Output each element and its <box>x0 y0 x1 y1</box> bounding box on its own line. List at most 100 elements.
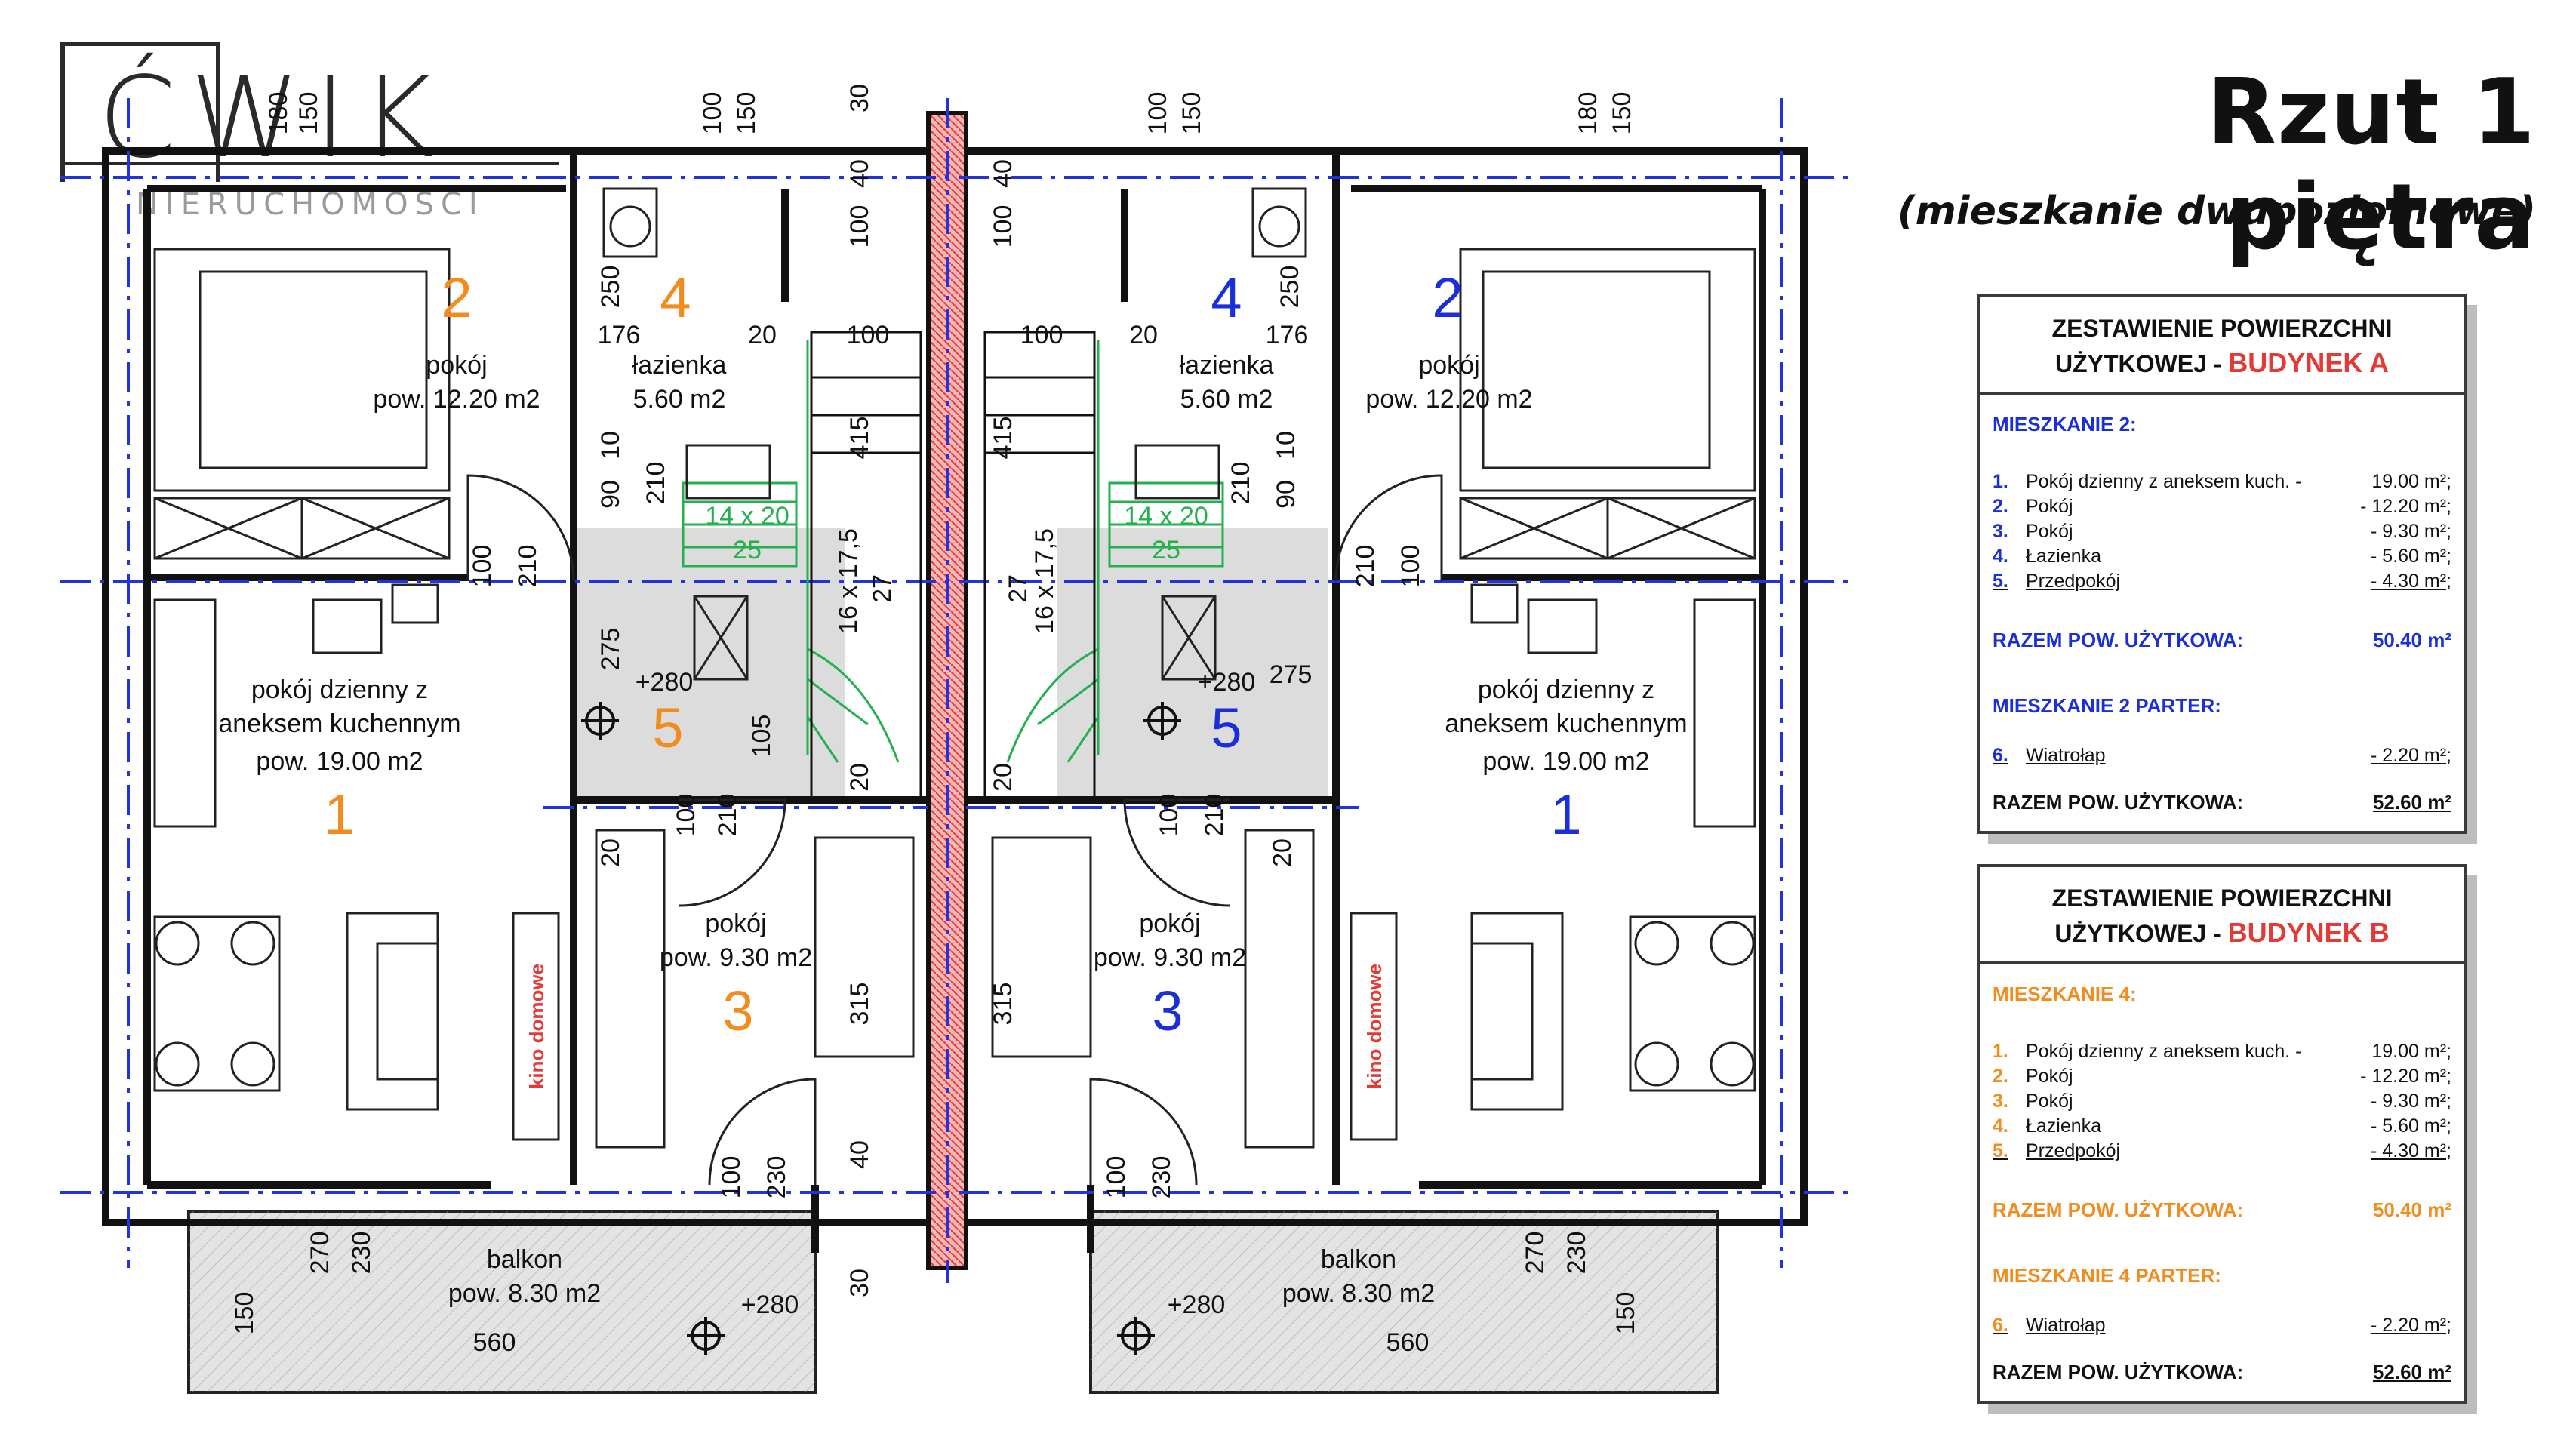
logo-mark <box>60 42 220 182</box>
hall-left <box>574 528 845 800</box>
room-area-2-right: pow. 12.20 m2 <box>1365 385 1532 414</box>
row-label: Przedpokój <box>2026 571 2121 592</box>
room-name-4-right: łazienka <box>1180 351 1274 380</box>
door-swings <box>466 474 1443 1186</box>
dim-315-right: 315 <box>989 983 1017 1026</box>
row-value: - 12.20 m²; <box>2360 1066 2451 1087</box>
stair-label-c-left: 16 x 17,5 <box>834 528 863 634</box>
hall-right <box>1057 528 1328 800</box>
dim-150-left: 150 <box>294 92 323 135</box>
dim-20-a-left: 20 <box>748 321 777 349</box>
row-value: - 9.30 m²; <box>2371 1091 2451 1112</box>
table-row: 3.Pokój- 9.30 m²; <box>1993 519 2451 544</box>
room-area-2-left: pow. 12.20 m2 <box>373 385 540 414</box>
balcony-left-area <box>187 1210 817 1394</box>
dim-30-bottom: 30 <box>845 1269 874 1297</box>
dim-20-b-right: 20 <box>989 763 1017 792</box>
logo-subtitle: NIERUCHOMOŚCI <box>136 187 485 222</box>
balcony-level-right: +280 <box>1168 1291 1226 1319</box>
table-b-section2: MIESZKANIE 4 PARTER: <box>1993 1264 2221 1287</box>
table-b-head2-row: UŻYTKOWEJ - BUDYNEK B <box>1988 915 2456 951</box>
stair-label-a-right: 14 x 20 <box>1124 502 1208 531</box>
row-number: 6. <box>1993 745 2008 766</box>
dim-210-b-right: 210 <box>1200 794 1229 837</box>
stair-treads-right <box>983 331 1096 801</box>
room-name2-1-right: aneksem kuchennym <box>1445 709 1687 738</box>
dim-100-shower-right: 100 <box>989 205 1017 248</box>
balcony-area-left: pow. 8.30 m2 <box>448 1279 601 1308</box>
table-b-building: BUDYNEK B <box>2227 917 2390 948</box>
dim-150-bal-left: 150 <box>230 1292 259 1335</box>
table-a-sum: RAZEM POW. UŻYTKOWA:50.40 m² <box>1993 629 2451 652</box>
room-name-2-right: pokój <box>1418 351 1479 380</box>
axis-lines <box>60 98 1849 1283</box>
row-label: Wiatrołap <box>2026 1315 2106 1336</box>
dim-150-top-left: 150 <box>732 92 761 135</box>
dim-30-top: 30 <box>845 84 874 112</box>
kino-strip-right <box>1350 912 1398 1141</box>
room-number-2-left: 2 <box>441 266 472 329</box>
dim-100-door-left: 100 <box>468 545 497 588</box>
stair-label-a-left: 14 x 20 <box>705 502 789 531</box>
sum-label: RAZEM POW. UŻYTKOWA: <box>1993 629 2244 651</box>
dim-415-left: 415 <box>845 417 874 460</box>
area-table-a: ZESTAWIENIE POWIERZCHNI UŻYTKOWEJ - BUDY… <box>1977 294 2467 834</box>
page-title: Rzut 1 piętra <box>2206 60 2536 270</box>
row-number: 2. <box>1993 1066 2008 1087</box>
room-name-3-right: pokój <box>1139 909 1200 938</box>
row-label: Przedpokój <box>2026 1140 2121 1161</box>
dim-250-right: 250 <box>1276 266 1304 309</box>
room-name2-1-left: aneksem kuchennym <box>218 709 460 738</box>
row-value: - 4.30 m²; <box>2371 571 2451 592</box>
row-label: Łazienka <box>2026 1115 2102 1137</box>
table-a-head2-row: UŻYTKOWEJ - BUDYNEK A <box>1988 346 2456 381</box>
dim-275-left: 275 <box>596 628 625 671</box>
level-markers <box>581 702 1181 1355</box>
table-row: 2.Pokój- 12.20 m²; <box>1993 494 2451 519</box>
balcony-width-right: 560 <box>1386 1328 1430 1357</box>
row-number: 5. <box>1993 571 2008 592</box>
row-value: 19.00 m²; <box>2371 471 2451 492</box>
row-number: 6. <box>1993 1315 2008 1336</box>
dim-105-left: 105 <box>747 715 776 758</box>
dim-315-left: 315 <box>845 983 874 1026</box>
dim-10-right: 10 <box>1272 431 1300 460</box>
table-row: 3.Pokój- 9.30 m²; <box>1993 1089 2451 1114</box>
dim-210-a-right: 210 <box>1226 462 1255 505</box>
balcony-name-right: balkon <box>1321 1245 1396 1274</box>
row-label: Pokój <box>2026 496 2073 517</box>
dim-210-b-left: 210 <box>713 794 742 837</box>
room-name-1-right: pokój dzienny z <box>1478 675 1654 704</box>
kitchen-left <box>153 583 439 828</box>
row-label: Pokój <box>2026 521 2073 542</box>
row-number: 1. <box>1993 1041 2008 1062</box>
row-value: - 5.60 m²; <box>2371 546 2451 567</box>
row-number: 5. <box>1993 1140 2008 1161</box>
dim-100-c-left: 100 <box>717 1156 746 1199</box>
table-a-section2: MIESZKANIE 2 PARTER: <box>1993 694 2221 717</box>
dim-100-top-right: 100 <box>1143 92 1172 135</box>
table-b-header: ZESTAWIENIE POWIERZCHNI UŻYTKOWEJ - BUDY… <box>1980 867 2464 964</box>
stair-label-b-right: 25 <box>1152 536 1180 565</box>
dim-20-a-right: 20 <box>1129 321 1158 349</box>
total-value: 52.60 m² <box>2372 1361 2451 1383</box>
row-value: - 2.20 m²; <box>2371 1315 2451 1336</box>
dim-150-top-right: 150 <box>1177 92 1206 135</box>
row-value: - 12.20 m²; <box>2360 496 2451 517</box>
table-a-building: BUDYNEK A <box>2228 347 2389 378</box>
dim-230-c-right: 230 <box>1147 1156 1176 1199</box>
dim-100-shower-left: 100 <box>845 205 874 248</box>
dim-100-door-right: 100 <box>1396 545 1425 588</box>
stair-label-b-left: 25 <box>733 536 762 565</box>
total-label: RAZEM POW. UŻYTKOWA: <box>1993 791 2244 814</box>
room-area-1-right: pow. 19.00 m2 <box>1482 747 1649 776</box>
stair-label-c-right: 16 x 17,5 <box>1030 528 1059 634</box>
furniture-left <box>153 187 915 1149</box>
dim-210-door-right: 210 <box>1351 545 1380 588</box>
dim-270-right: 270 <box>1521 1232 1550 1275</box>
table-a-section1: MIESZKANIE 2: <box>1993 413 2137 435</box>
dim-40-top-left: 40 <box>845 159 874 188</box>
table-row: 2.Pokój- 12.20 m²; <box>1993 1064 2451 1089</box>
table-b-body: MIESZKANIE 4: 1.Pokój dzienny z aneksem … <box>1980 964 2464 1401</box>
room-number-3-left: 3 <box>722 980 753 1042</box>
